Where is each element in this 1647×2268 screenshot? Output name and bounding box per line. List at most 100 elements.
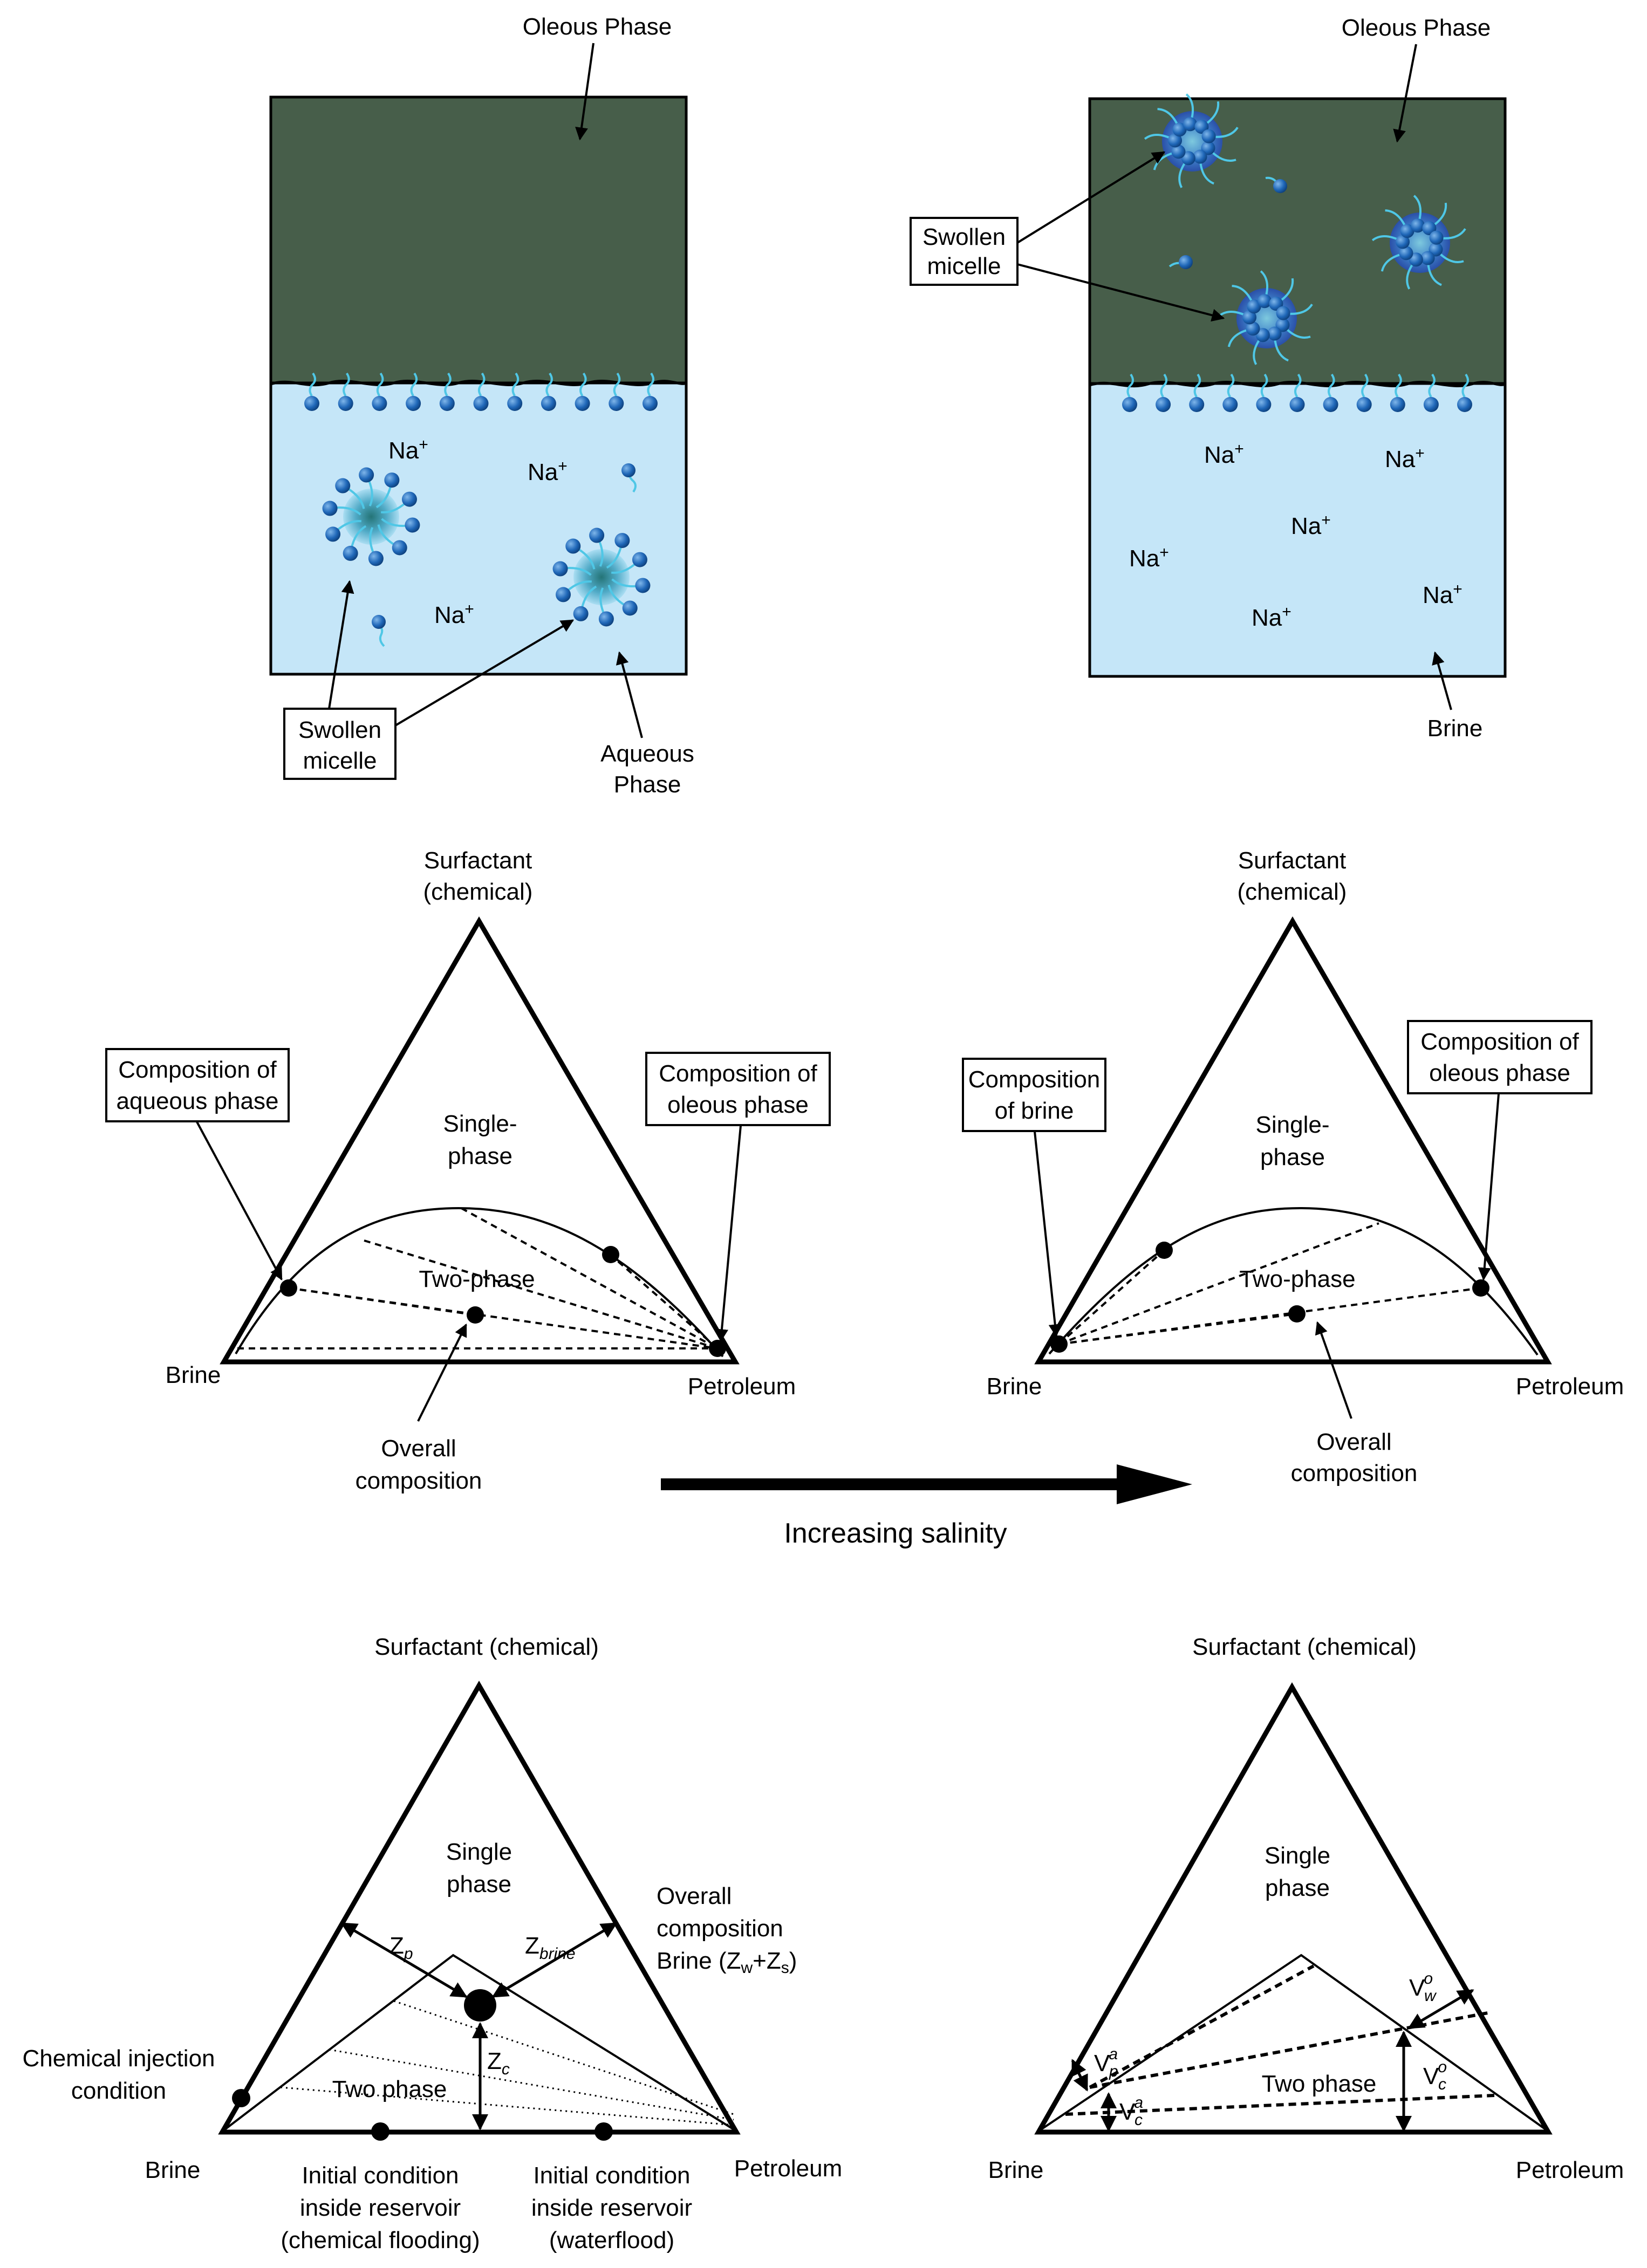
init-chem-label-line1: Initial condition [302,2162,459,2189]
oleous-phase-label: Oleous Phase [523,13,672,40]
interface-line [1089,381,1506,388]
overall-composition-label-line2: composition [356,1468,482,1494]
surfactant-head [1256,397,1272,412]
surfactant-tail [1260,373,1268,398]
aqueous-phase-label-line2: Phase [614,771,681,798]
brine-label: Brine [1427,715,1483,742]
surfactant-head [609,396,624,411]
salinity-arrow-label: Increasing salinity [784,1518,1007,1549]
tie-lines [1058,1222,1481,1345]
tie-lines [237,1207,719,1349]
surfactant-head [304,396,319,411]
surfactant-tail [511,372,520,397]
aqueous-label-arrow [616,651,643,738]
svg-text:Na+: Na+ [388,436,428,464]
apex-label-line2: (chemical) [1238,879,1347,905]
oleous-phase-label: Oleous Phase [1342,15,1491,41]
surfactant-tail [1328,373,1335,398]
swollen-micelle-callout-box [910,217,1019,286]
interface-line [270,380,687,387]
callout-text: aqueous phase [117,1088,279,1114]
surfactant-tail [1126,373,1134,398]
surfactant-head [575,396,590,411]
apex-label-line1: Surfactant [424,847,532,874]
zp-label: Zp [389,1933,413,1963]
surfactant-head [1189,397,1205,412]
free-surfactant [1168,176,1287,269]
overall-composition-label-line2: composition [657,1915,783,1942]
chemical-injection-label-line2: condition [71,2078,166,2104]
swollen-micelle [1371,195,1466,290]
surfactant-tail [444,372,452,397]
free-surfactant [372,463,637,647]
apex-label-line1: Surfactant [1238,847,1347,874]
salinity-arrow: Increasing salinity [661,1464,1192,1549]
callout-text: oleous phase [667,1092,809,1118]
surfactant-tail [1294,373,1302,398]
sodium-ion: Na+ [1291,511,1331,539]
svg-text:Na+: Na+ [1204,440,1244,468]
callout-box [105,1048,290,1122]
swollen-micelle [552,527,651,627]
plait-side-point [1156,1242,1173,1259]
vw-arrow [1407,1989,1474,2030]
sodium-ion: Na+ [434,600,474,628]
surfactant-head [1423,397,1439,412]
surfactant-head [643,396,658,411]
ternary-diagram-high-salinity: Surfactant (chemical) Single- phase Two-… [962,847,1624,1486]
callout-arrow [1478,1093,1500,1281]
svg-text:Na+: Na+ [1423,580,1463,608]
zbrine-label: Zbrine [525,1933,576,1963]
overall-composition-point [1288,1305,1306,1323]
brine-composition-point [1050,1335,1068,1353]
swollen-micelle [1218,270,1313,365]
surfactant-tail [545,372,553,397]
overall-composition-label-line1: Overall [657,1883,732,1909]
surfactant-head [1222,397,1238,412]
callout-text: Composition [968,1066,1101,1093]
callout-arrow [196,1121,283,1281]
swollen-micelle-callout-box [283,708,397,780]
surfactant-head [439,396,455,411]
surfactant-head [541,396,556,411]
single-phase-label-line2: phase [1265,1875,1330,1901]
interface-surfactants [304,372,658,411]
two-phase-label: Two phase [1262,2071,1377,2097]
sodium-ion: Na+ [1204,440,1244,468]
init-water-label-line3: (waterflood) [549,2227,674,2253]
surfactant-tail [1461,373,1469,398]
surfactant-head [1323,397,1338,412]
sodium-ion: Na+ [388,436,428,464]
overall-composition-point [464,1989,496,2022]
vertex-label-right: Petroleum [1516,1373,1624,1400]
surfactant-head [473,396,489,411]
init-water-label-line1: Initial condition [533,2162,690,2189]
surfactant-head [406,396,421,411]
binodal-curve [1048,1207,1539,1356]
svg-text:Na+: Na+ [434,600,474,628]
overall-composition-label-line2: composition [1291,1460,1418,1486]
init-chem-label-line2: inside reservoir [300,2195,461,2221]
overall-composition-label-line1: Overall [1316,1429,1391,1455]
surfactant-tail [1395,373,1402,398]
vertex-label-left: Brine [166,1362,221,1388]
overall-label-arrow [417,1323,467,1422]
callout-text: Composition of [118,1057,277,1083]
swollen-micelle-callout-line2: micelle [303,748,377,774]
surfactant-head [1289,397,1305,412]
callout-text: Composition of [1420,1029,1579,1055]
two-phase-label: Two-phase [1239,1266,1355,1292]
ternary-triangle [1034,1682,1553,2135]
surfactant-tail [613,372,621,397]
surfactant-head [1390,397,1405,412]
callout-box [645,1052,831,1126]
two-phase-label: Two-phase [419,1266,535,1292]
oleous-label-arrow [575,43,594,141]
interface-surfactants [1122,373,1472,412]
vertex-label-left: Brine [987,1373,1042,1400]
ternary-diagram-low-salinity: Surfactant (chemical) Single- phase Two-… [105,847,831,1494]
zc-label: Zc [487,2048,510,2078]
sodium-ion: Na+ [1423,580,1463,608]
